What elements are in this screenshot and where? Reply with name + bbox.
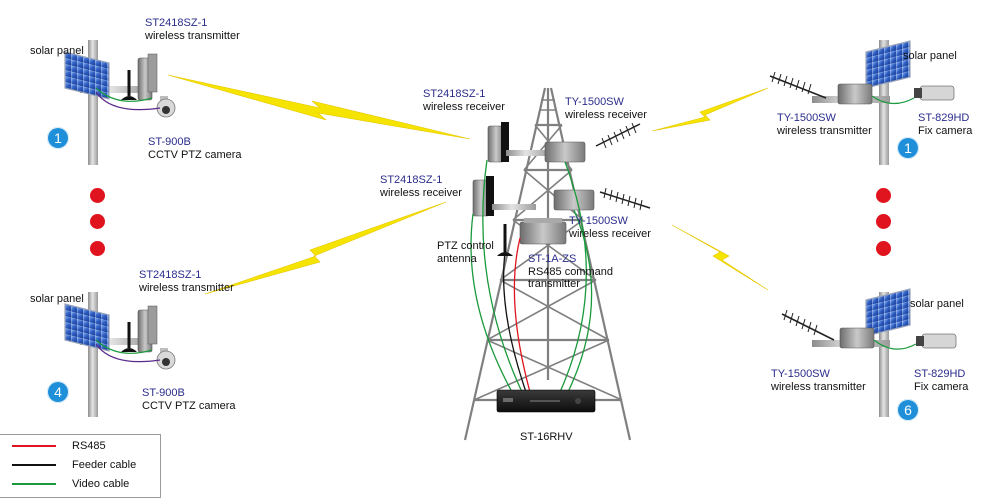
command-tx-model: ST-1A-ZS	[528, 253, 577, 265]
site-r1-transmitter-desc: wireless transmitter	[777, 125, 872, 137]
ellipsis-dot	[876, 214, 891, 229]
site-6-transmitter-model: TY-1500SW	[771, 368, 830, 380]
yagi-antenna-icon	[769, 71, 827, 99]
ellipsis-dot	[90, 214, 105, 229]
site-r1-camera-desc: Fix camera	[918, 125, 973, 137]
legend-item-rs485: RS485	[12, 439, 157, 453]
dvr-icon	[496, 389, 596, 413]
site-6-number-badge: 6	[897, 399, 919, 421]
ellipsis-dot	[90, 241, 105, 256]
ellipsis-dot	[876, 188, 891, 203]
fix-camera-icon	[916, 333, 957, 349]
site-6-camera-model: ST-829HD	[914, 368, 966, 380]
site-1-number-badge: 1	[47, 127, 69, 149]
solar-panel-icon	[64, 303, 110, 352]
fix-camera-icon	[914, 85, 955, 101]
site-6-transmitter-desc: wireless transmitter	[771, 381, 866, 393]
ptz-camera-icon	[156, 348, 176, 370]
tower-receiver-1-desc: wireless receiver	[423, 101, 505, 113]
ptz-antenna-label-2: antenna	[437, 253, 477, 265]
rs485-command-transmitter-icon	[519, 218, 567, 245]
ptz-camera-icon	[156, 96, 176, 118]
site-1-camera-model: ST-900B	[148, 136, 191, 148]
legend: RS485 Feeder cable Video cable	[0, 434, 161, 498]
wireless-link-site6	[671, 224, 769, 291]
site-4-equipment	[64, 292, 176, 417]
site-4-camera-desc: CCTV PTZ camera	[142, 400, 236, 412]
tower-receiver-4-model: TY-1500SW	[569, 215, 628, 227]
site-1-pole	[88, 40, 98, 165]
site-1-solar-label: solar panel	[30, 45, 84, 57]
site-6-pole	[879, 292, 889, 417]
yagi-antenna-icon	[781, 309, 835, 341]
site-1-transmitter-desc: wireless transmitter	[145, 30, 240, 42]
ellipsis-dot	[876, 241, 891, 256]
legend-item-video: Video cable	[12, 477, 157, 491]
site-4-transmitter-model: ST2418SZ-1	[139, 269, 202, 281]
tower-cables	[470, 159, 593, 393]
legend-swatch-rs485	[12, 445, 56, 447]
command-tx-label-1: RS485 command	[528, 266, 613, 278]
tower-receiver-2-icon	[472, 176, 536, 217]
site-1-camera-desc: CCTV PTZ camera	[148, 149, 242, 161]
site-4-number-badge: 4	[47, 381, 69, 403]
site-6-equipment	[781, 288, 957, 417]
site-6-camera-desc: Fix camera	[914, 381, 969, 393]
legend-item-feeder: Feeder cable	[12, 458, 157, 472]
wireless-link-site1	[167, 74, 471, 140]
site-4-camera-model: ST-900B	[142, 387, 185, 399]
tower-receiver-3-icon	[544, 122, 641, 163]
site-r1-number-badge: 1	[897, 137, 919, 159]
transmitter-box-icon	[837, 83, 873, 105]
tower-receiver-4-icon	[553, 187, 651, 211]
site-r1-transmitter-model: TY-1500SW	[777, 112, 836, 124]
wireless-link-right1	[651, 87, 769, 132]
transmitter-box-icon	[839, 327, 875, 349]
legend-swatch-video	[12, 483, 56, 485]
site-r1-solar-label: solar panel	[903, 50, 957, 62]
tower-receiver-3-model: TY-1500SW	[565, 96, 624, 108]
legend-label-video: Video cable	[72, 478, 130, 490]
legend-label-rs485: RS485	[72, 440, 106, 452]
tower-receiver-2-desc: wireless receiver	[380, 187, 462, 199]
legend-label-feeder: Feeder cable	[72, 459, 137, 471]
ellipsis-dot	[90, 188, 105, 203]
solar-panel-icon	[64, 51, 110, 100]
dvr-model: ST-16RHV	[520, 431, 573, 443]
wireless-link-site4	[204, 201, 447, 295]
site-4-solar-label: solar panel	[30, 293, 84, 305]
site-6-solar-label: solar panel	[910, 298, 964, 310]
legend-swatch-feeder	[12, 464, 56, 466]
command-tx-label-2: transmitter	[528, 278, 580, 290]
tower-receiver-3-desc: wireless receiver	[565, 109, 647, 121]
site-4-pole	[88, 292, 98, 417]
solar-panel-icon	[865, 40, 911, 89]
site-4-transmitter-desc: wireless transmitter	[139, 282, 234, 294]
site-1-transmitter-model: ST2418SZ-1	[145, 17, 208, 29]
tower-receiver-1-icon	[487, 122, 550, 163]
site-r1-camera-model: ST-829HD	[918, 112, 970, 124]
solar-panel-icon	[865, 288, 911, 337]
site-1-equipment	[64, 40, 176, 165]
tower-receiver-4-desc: wireless receiver	[569, 228, 651, 240]
tower-receiver-2-model: ST2418SZ-1	[380, 174, 443, 186]
tower-receiver-1-model: ST2418SZ-1	[423, 88, 486, 100]
site-r1-equipment	[769, 40, 955, 165]
ptz-antenna-label-1: PTZ control	[437, 240, 494, 252]
